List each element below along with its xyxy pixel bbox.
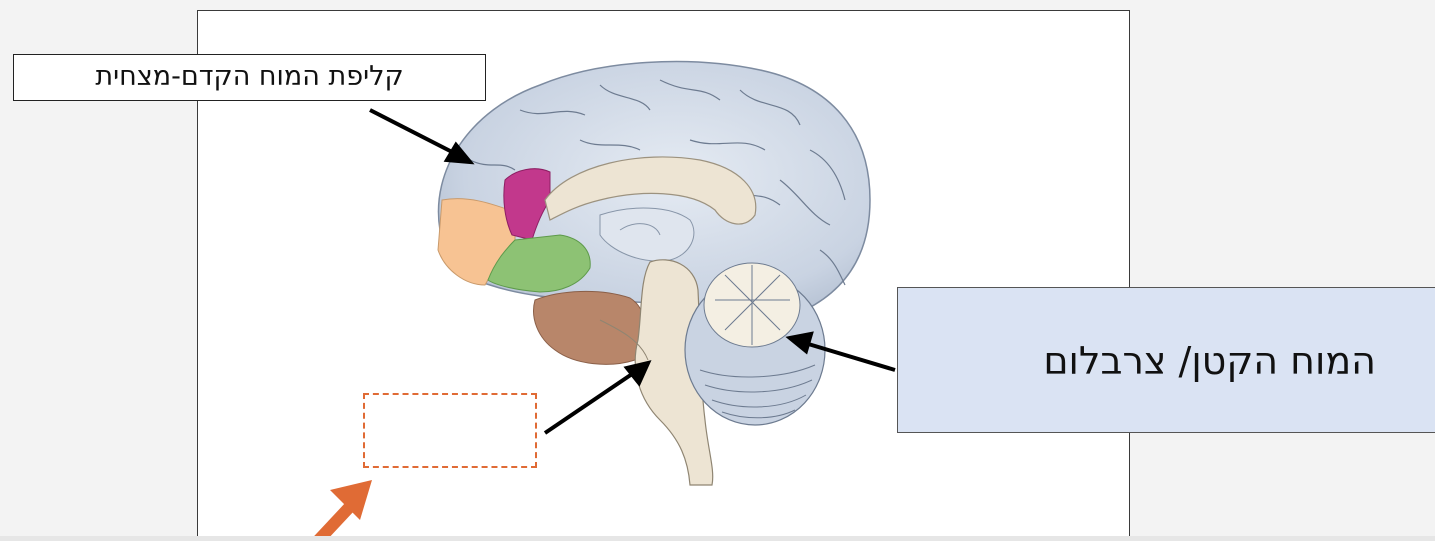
bottom-bar	[0, 536, 1435, 541]
pointer-arrow	[300, 480, 372, 541]
arrow-to-prefrontal	[370, 110, 458, 155]
cerebellum-label: המוח הקטן/ צרבלום	[897, 287, 1435, 433]
blank-answer-box[interactable]	[363, 393, 537, 468]
arrow-to-brainstem	[545, 372, 635, 433]
temporal-region	[534, 291, 646, 364]
prefrontal-cortex-label: קליפת המוח הקדם-מצחית	[13, 54, 486, 101]
